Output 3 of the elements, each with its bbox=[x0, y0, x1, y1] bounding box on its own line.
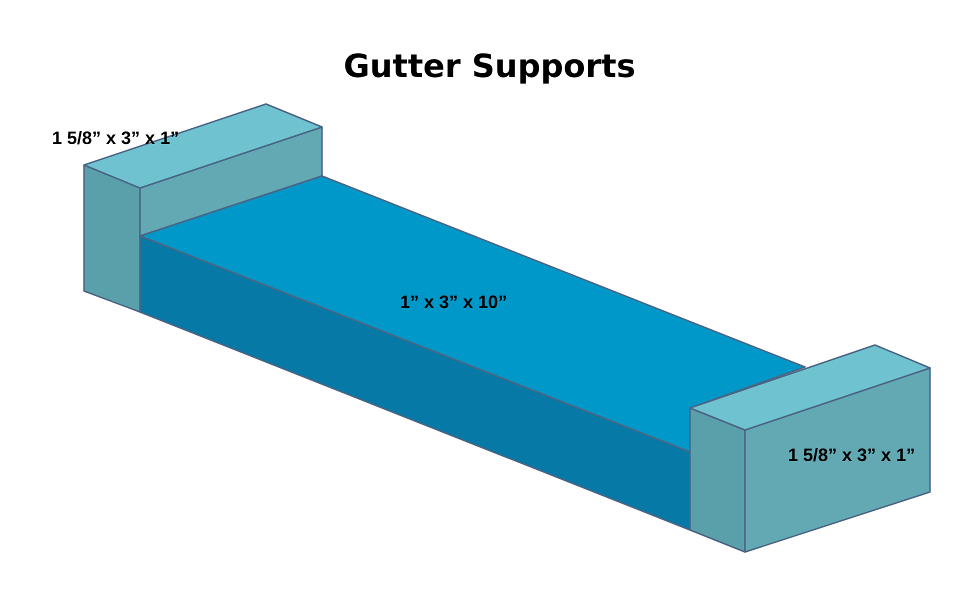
dimension-label: 1” x 3” x 10” bbox=[400, 291, 508, 314]
dimension-label: 1 5/8” x 3” x 1” bbox=[788, 444, 916, 467]
title: Gutter Supports bbox=[342, 46, 636, 87]
